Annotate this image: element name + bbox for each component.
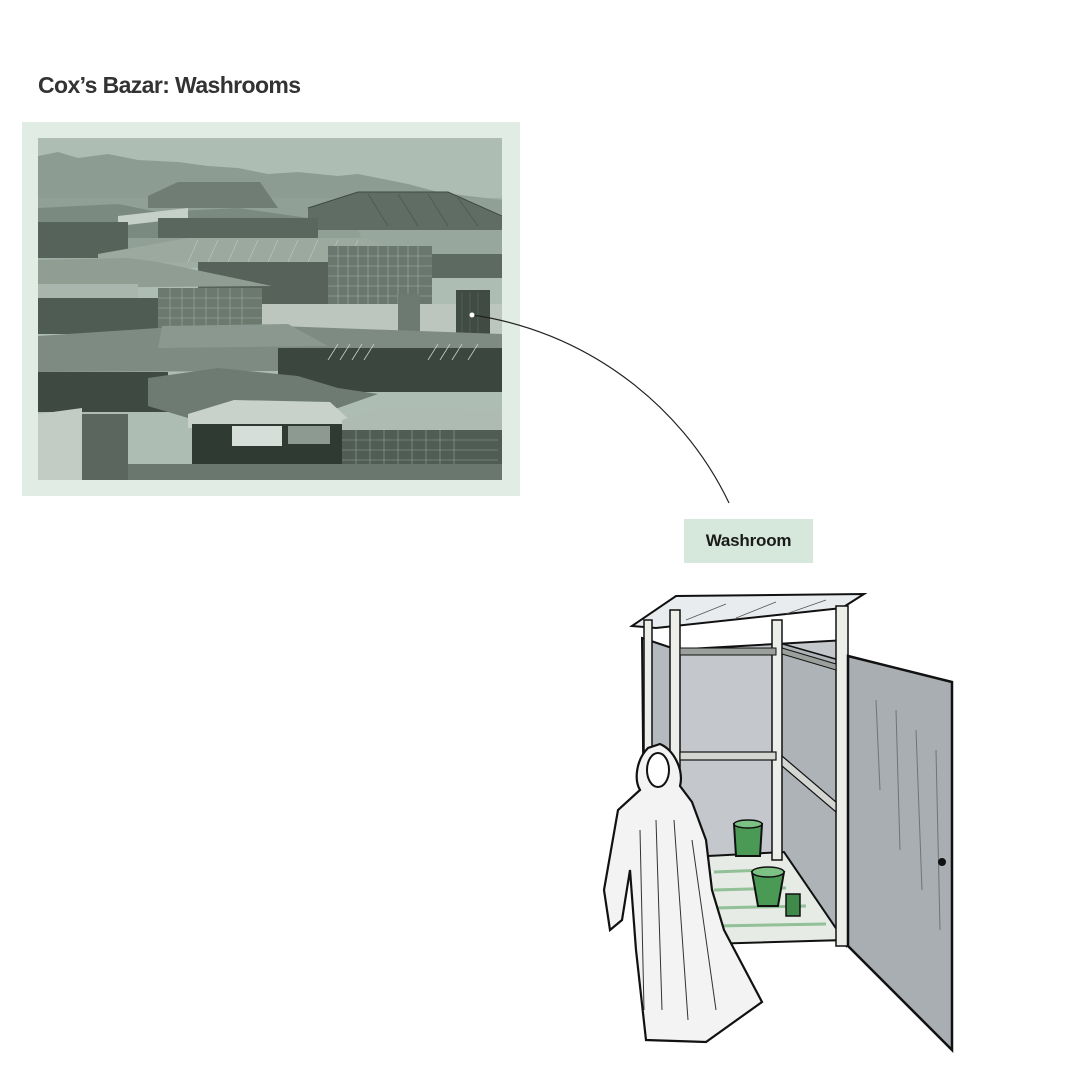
- camp-photo: [38, 138, 502, 480]
- washroom-callout-label: Washroom: [684, 519, 813, 563]
- photo-frame: [22, 122, 520, 496]
- page-title: Cox’s Bazar: Washrooms: [38, 72, 301, 98]
- washroom-illustration: [596, 590, 966, 1060]
- washroom-label-text: Washroom: [705, 531, 792, 550]
- camp-photo-image: [38, 138, 502, 480]
- washroom-stall-drawing: [602, 592, 954, 1054]
